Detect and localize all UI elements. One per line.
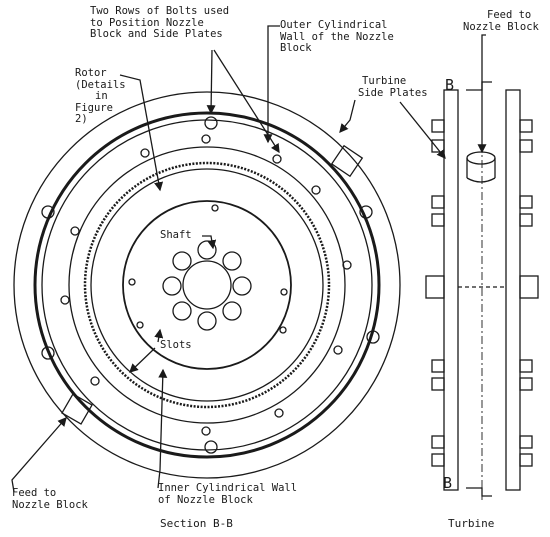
inner-wall-label: Inner Cylindrical Wall of Nozzle Block [158, 482, 298, 506]
feed-top-label: Feed to Nozzle Block [463, 9, 539, 33]
slots-ring [83, 161, 331, 409]
side-plates-leader-2 [399, 101, 446, 160]
feed-block-top [330, 144, 364, 178]
slots-leader-1 [154, 328, 164, 343]
rotor-holes [128, 204, 288, 334]
inner-wall-leader [157, 368, 168, 489]
outer-flange [13, 91, 401, 479]
inner-cylindrical-wall [122, 200, 292, 370]
shaft-label: Shaft [160, 229, 192, 241]
turbine-side-view [425, 80, 539, 500]
caption-section-bb: Section B-B [160, 517, 233, 530]
feed-bottom-leader [11, 417, 67, 493]
side-plates-leader-1 [339, 99, 356, 133]
section-marker-top: B [445, 76, 455, 94]
outer-wall-leader [263, 25, 280, 144]
outer-bolt-ring [41, 116, 380, 454]
outer-wall-label: Outer Cylindrical Wall of the Nozzle Blo… [280, 19, 394, 54]
rotor-label: Rotor (Details in Figure 2) [75, 67, 126, 125]
feed-block-bottom [61, 393, 93, 425]
caption-turbine: Turbine [448, 517, 495, 530]
feed-bottom-label: Feed to Nozzle Block [12, 487, 88, 511]
bolts-label: Two Rows of Bolts used to Position Nozzl… [90, 5, 230, 40]
slots-leader-2 [129, 347, 156, 373]
rotor-outer-edge [68, 146, 346, 424]
rotor-leader [119, 74, 164, 192]
shaft-leader [202, 235, 217, 250]
slots-label: Slots [160, 339, 192, 351]
shaft-holes [162, 240, 252, 331]
inner-bolt-ring [60, 134, 352, 436]
shaft-hub [182, 260, 232, 310]
outer-wall-inner-edge [41, 119, 373, 451]
outer-cylindrical-wall [33, 111, 381, 459]
bolts-leader-1 [206, 49, 216, 115]
section-marker-bottom: B [443, 474, 453, 492]
bolts-leader-2 [213, 49, 280, 154]
side-plates-label: Turbine Side Plates [358, 75, 428, 99]
slots-ring-inner [90, 168, 324, 402]
feed-top-leader [477, 34, 487, 154]
